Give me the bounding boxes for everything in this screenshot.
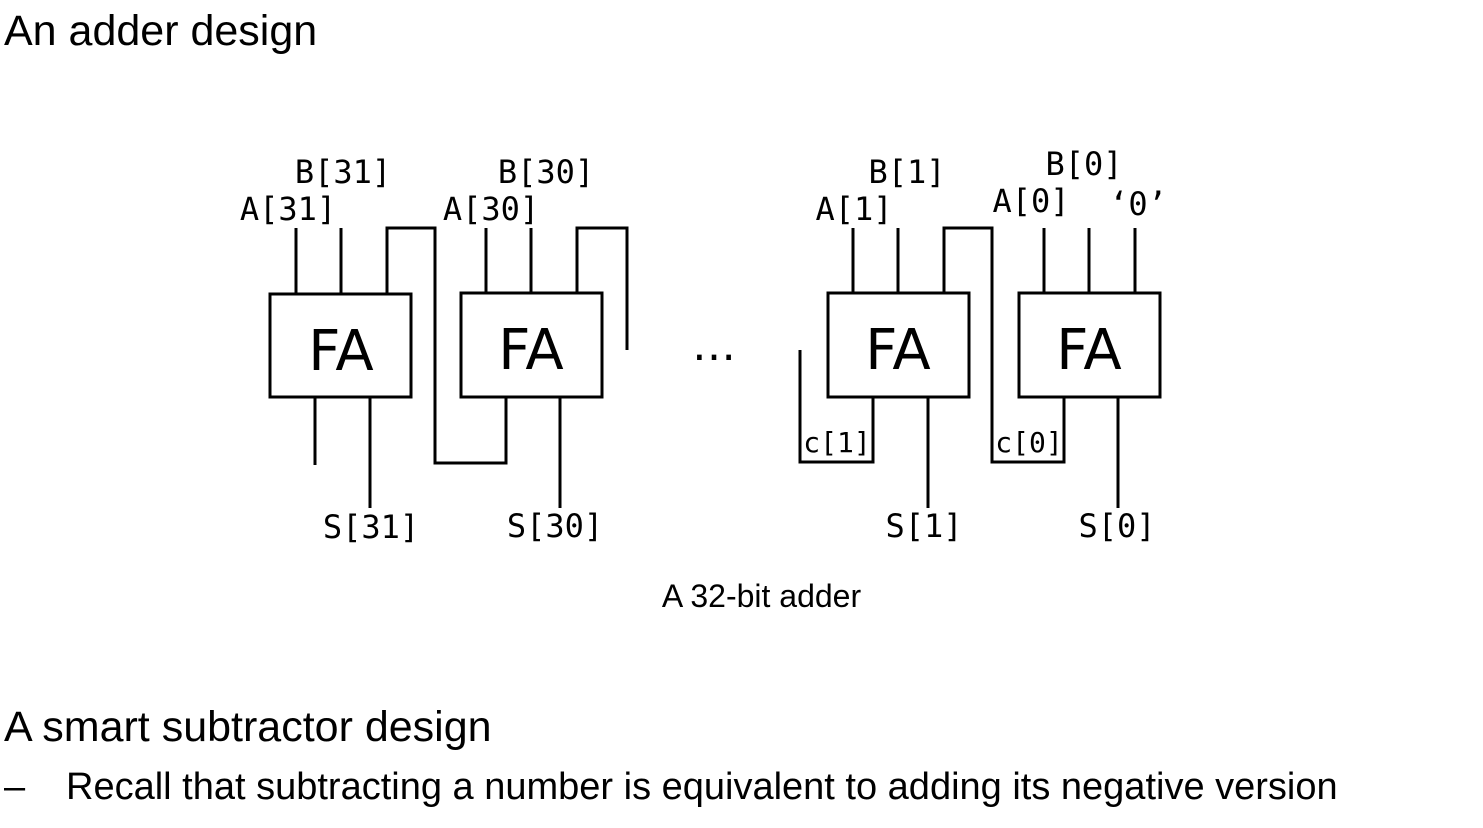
label-c1: c[1]	[803, 426, 870, 459]
label-b0: B[0]	[1045, 145, 1122, 183]
fa-label-0: FA	[1056, 318, 1121, 383]
wire-cin31	[385, 226, 508, 465]
section-title-subtractor: A smart subtractor design	[4, 703, 492, 751]
wire-cout1	[798, 350, 875, 464]
label-s1: S[1]	[885, 507, 962, 545]
ellipsis: …	[692, 320, 736, 371]
label-a0: A[0]	[992, 182, 1069, 220]
bullet-marker: –	[4, 766, 26, 808]
bullet-text: Recall that subtracting a number is equi…	[66, 766, 1338, 808]
fa-label-1: FA	[865, 318, 930, 383]
label-a1: A[1]	[815, 190, 892, 228]
label-b1: B[1]	[868, 153, 945, 191]
label-s30: S[30]	[507, 507, 603, 545]
section-title-adder: An adder design	[4, 7, 318, 55]
fa-label-30: FA	[498, 318, 563, 383]
wire-cin30	[575, 226, 629, 350]
wire-cin1	[942, 226, 1066, 464]
label-a30: A[30]	[443, 190, 539, 228]
fa-label-31: FA	[308, 319, 373, 384]
label-b31: B[31]	[295, 153, 391, 191]
label-b30: B[30]	[498, 153, 594, 191]
label-s0: S[0]	[1078, 507, 1155, 545]
label-s31: S[31]	[323, 508, 419, 546]
diagram-caption: A 32-bit adder	[661, 578, 862, 614]
label-cin0: ‘0’	[1109, 185, 1167, 223]
label-a31: A[31]	[240, 190, 336, 228]
label-c0: c[0]	[995, 426, 1062, 459]
bullet-item: –Recall that subtracting a number is equ…	[4, 768, 1338, 806]
